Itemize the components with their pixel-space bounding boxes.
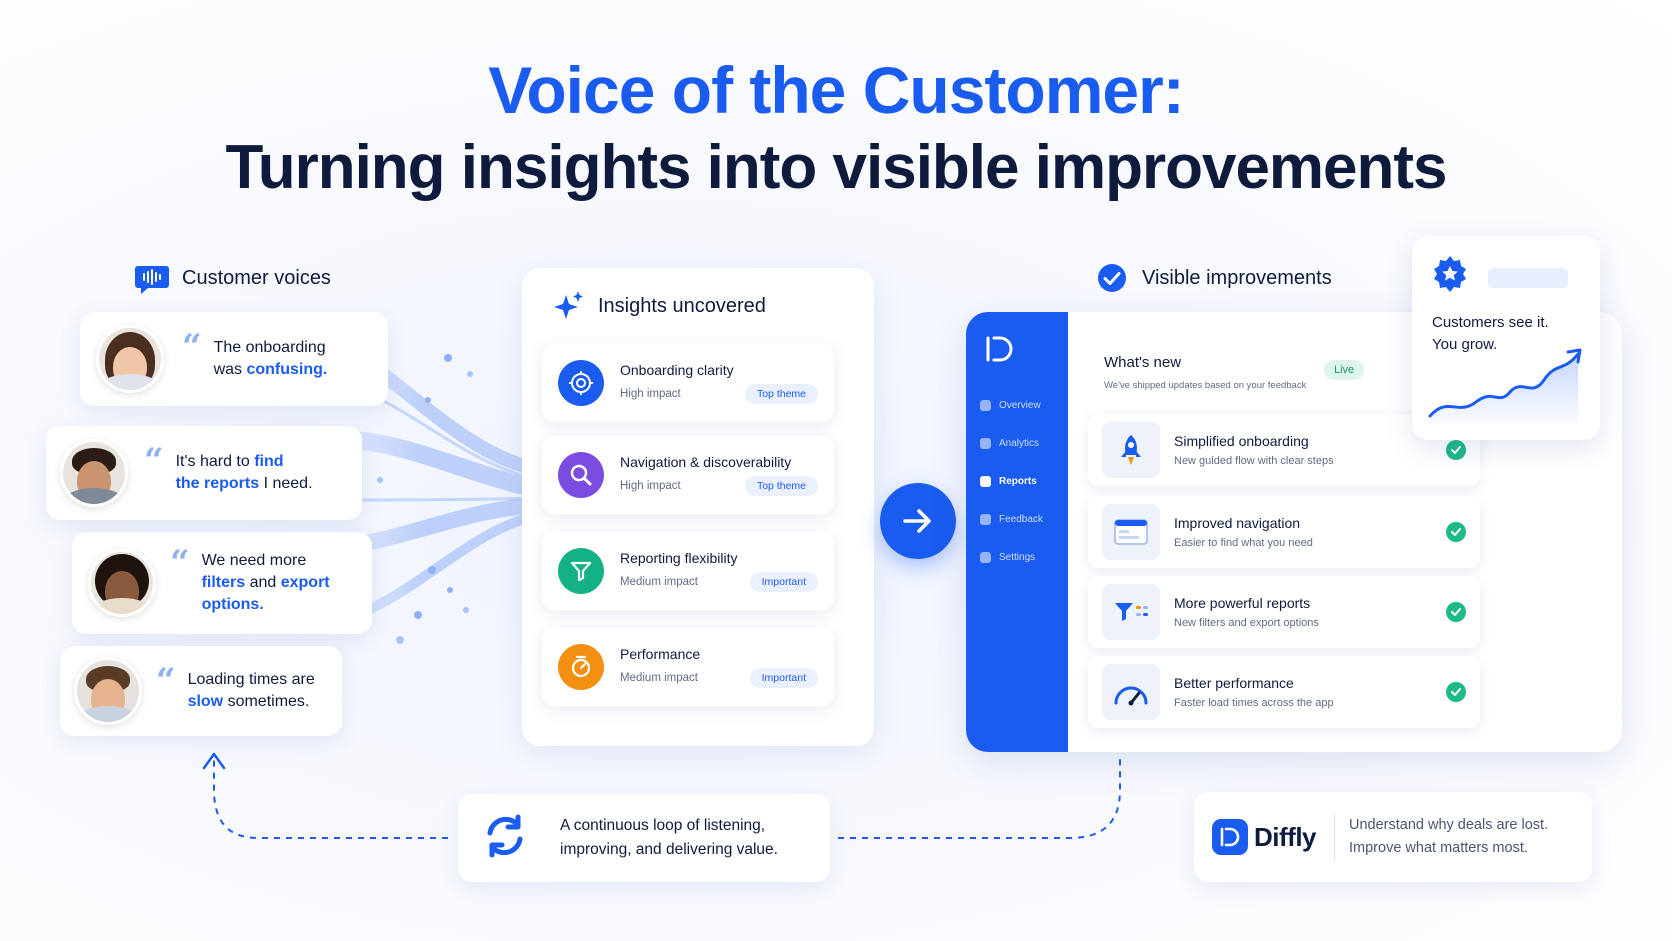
insight-title: Reporting flexibility	[620, 550, 738, 566]
refresh-icon	[478, 809, 532, 868]
insight-impact: High impact	[620, 388, 681, 400]
insight-card-3[interactable]: Reporting flexibility Medium impact Impor…	[542, 532, 834, 610]
quote-text: It's hard to find the reports I need.	[175, 453, 313, 492]
insight-impact: High impact	[620, 480, 681, 492]
loop-card: A continuous loop of listening, improvin…	[458, 794, 830, 882]
live-badge: Live	[1324, 360, 1365, 380]
improvement-title: Simplified onboarding	[1174, 433, 1309, 449]
check-icon	[1446, 522, 1466, 542]
chart-icon	[980, 438, 991, 449]
filter-icon	[558, 548, 604, 594]
star-badge-icon	[1430, 254, 1470, 299]
whats-new-subtitle: We've shipped updates based on your feed…	[1104, 380, 1307, 391]
nav-item-analytics[interactable]: Analytics	[980, 438, 1039, 449]
quote-mark-icon: “	[144, 441, 164, 481]
insight-tag: Important	[749, 572, 818, 592]
filter-report-icon	[1102, 584, 1160, 640]
improvements-heading: Visible improvements	[1094, 260, 1332, 296]
improvement-title: More powerful reports	[1174, 595, 1311, 611]
quote-text: We need more filters and export options.	[201, 552, 330, 613]
next-arrow-button	[880, 483, 956, 559]
app-logo-icon	[984, 334, 1014, 369]
insight-card-2[interactable]: Navigation & discoverability High impact…	[542, 436, 834, 514]
nav-item-overview[interactable]: Overview	[980, 400, 1041, 411]
nav-item-feedback[interactable]: Feedback	[980, 514, 1043, 525]
title-line-2: Turning insights into visible improvemen…	[225, 133, 1447, 202]
gear-icon	[980, 552, 991, 563]
quote-card-4: “ Loading times are slow sometimes.	[60, 646, 342, 736]
growth-line-1: Customers see it.	[1432, 314, 1549, 331]
arrow-right-icon	[903, 509, 931, 533]
improvement-subtitle: Easier to find what you need	[1174, 537, 1313, 549]
growth-trend-line	[1428, 348, 1582, 424]
nav-item-reports[interactable]: Reports	[980, 476, 1037, 487]
section-title: Visible improvements	[1142, 266, 1332, 289]
target-icon	[558, 360, 604, 406]
insight-title: Navigation & discoverability	[620, 454, 792, 470]
avatar	[88, 549, 156, 617]
quote-text: The onboarding was confusing.	[213, 339, 328, 378]
insights-heading: Insights uncovered	[550, 288, 766, 324]
quote-mark-icon: “	[170, 543, 190, 583]
search-icon	[558, 452, 604, 498]
title-line-1: Voice of the Customer:	[488, 53, 1185, 127]
brand-name: Diffly	[1254, 821, 1317, 852]
whats-new-title: What's new	[1104, 354, 1182, 371]
check-circle-icon	[1094, 260, 1130, 296]
insight-tag: Top theme	[744, 476, 818, 496]
speed-icon	[558, 644, 604, 690]
improvement-title: Better performance	[1174, 675, 1294, 691]
document-icon	[980, 476, 991, 487]
improvement-row-3[interactable]: More powerful reports New filters and ex…	[1088, 576, 1480, 648]
section-title: Customer voices	[182, 266, 331, 289]
brand-divider	[1334, 813, 1335, 861]
browser-icon	[1102, 504, 1160, 560]
nav-item-settings[interactable]: Settings	[980, 552, 1035, 563]
home-icon	[980, 400, 991, 411]
section-title: Insights uncovered	[598, 294, 766, 317]
check-icon	[1446, 602, 1466, 622]
insight-impact: Medium impact	[620, 672, 698, 684]
improvement-subtitle: Faster load times across the app	[1174, 697, 1334, 709]
improvement-subtitle: New guided flow with clear steps	[1174, 455, 1334, 467]
insight-card-4[interactable]: Performance Medium impact Important	[542, 628, 834, 706]
brand-logo-icon	[1212, 819, 1248, 855]
avatar	[96, 325, 164, 393]
insight-title: Onboarding clarity	[620, 362, 734, 378]
avatar	[74, 657, 142, 725]
insight-impact: Medium impact	[620, 576, 698, 588]
insight-card-1[interactable]: Onboarding clarity High impact Top theme	[542, 344, 834, 422]
insight-tag: Important	[749, 668, 818, 688]
gauge-icon	[1102, 664, 1160, 720]
improvement-title: Improved navigation	[1174, 515, 1301, 531]
rocket-icon	[1102, 422, 1160, 478]
brand-card: Diffly Understand why deals are lost. Im…	[1194, 792, 1592, 882]
improvement-row-2[interactable]: Improved navigation Easier to find what …	[1088, 496, 1480, 568]
avatar	[60, 439, 128, 507]
growth-line-2: You grow.	[1432, 336, 1498, 353]
improvement-row-4[interactable]: Better performance Faster load times acr…	[1088, 656, 1480, 728]
loop-text: A continuous loop of listening, improvin…	[560, 817, 778, 858]
chat-icon	[980, 514, 991, 525]
quote-text: Loading times are slow sometimes.	[187, 671, 315, 710]
quote-mark-icon: “	[156, 661, 176, 701]
quote-mark-icon: “	[182, 327, 202, 367]
check-icon	[1446, 440, 1466, 460]
quote-card-3: “ We need more filters and export option…	[72, 532, 372, 634]
insight-title: Performance	[620, 646, 701, 662]
growth-card: Customers see it. You grow.	[1412, 236, 1600, 440]
quote-card-2: “ It's hard to find the reports I need.	[46, 426, 362, 520]
check-icon	[1446, 682, 1466, 702]
quote-card-1: “ The onboarding was confusing.	[80, 312, 388, 406]
sparkles-icon	[550, 288, 586, 324]
app-sidebar: Overview Analytics Reports Feedback Sett…	[966, 312, 1068, 752]
voice-chat-icon	[134, 260, 170, 296]
insight-tag: Top theme	[744, 384, 818, 404]
customer-voices-heading: Customer voices	[134, 260, 331, 296]
brand-tagline: Understand why deals are lost. Improve w…	[1349, 817, 1549, 856]
improvement-subtitle: New filters and export options	[1174, 617, 1319, 629]
insights-panel: Insights uncovered Onboarding clarity Hi…	[522, 268, 874, 746]
placeholder-bar	[1488, 268, 1568, 288]
